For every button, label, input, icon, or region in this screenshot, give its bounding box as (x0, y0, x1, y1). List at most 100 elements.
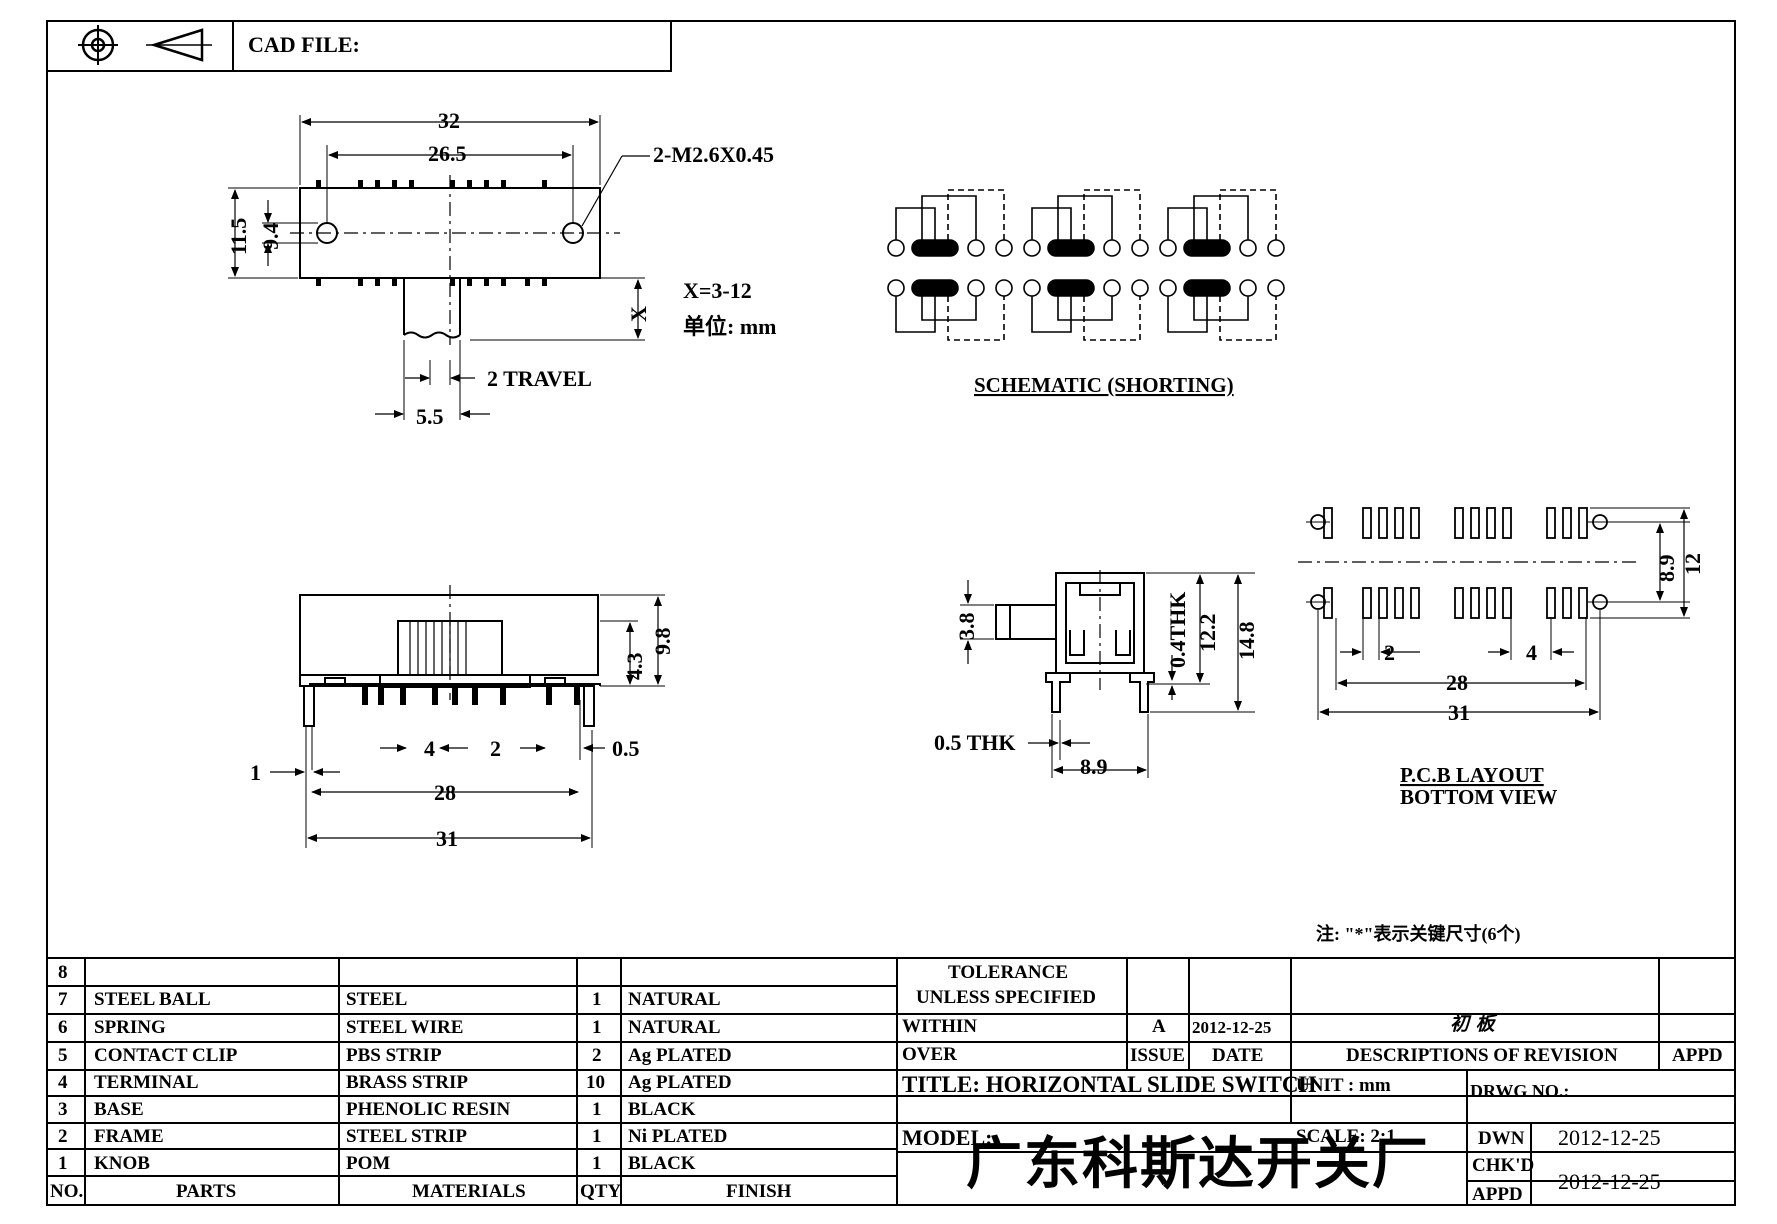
chkd-label: CHK'D (1472, 1155, 1535, 1176)
bom-header-qty: QTY (580, 1181, 622, 1202)
chk-date: 2012-12-25 (1558, 1169, 1661, 1194)
bom-row-1-finish: BLACK (628, 1153, 696, 1174)
dwn-label: DWN (1478, 1128, 1525, 1149)
rev-header-date: DATE (1212, 1045, 1264, 1066)
dim-4-3: 4.3 (622, 653, 647, 681)
pcb-layout (1298, 507, 1690, 720)
dim-0-5thk: 0.5 THK (934, 730, 1016, 755)
top-view (228, 115, 650, 420)
bom-row-6-part: SPRING (94, 1017, 166, 1038)
revision-description: 初 板 (1450, 1013, 1495, 1035)
pcb-row-bottom (1306, 587, 1612, 619)
dim-pitch-2: 2 (490, 736, 501, 761)
bom-header-materials: MATERIALS (412, 1181, 526, 1202)
bom-row-8-no: 8 (58, 962, 68, 983)
bom-row-6-material: STEEL WIRE (346, 1017, 464, 1038)
bom-row-2-part: FRAME (94, 1126, 164, 1147)
bom-row-6-no: 6 (58, 1017, 68, 1038)
bom-row-4-qty: 10 (586, 1072, 605, 1093)
dim-x-label: X (626, 306, 651, 322)
tolerance-within: WITHIN (902, 1016, 977, 1037)
bom-row-5-qty: 2 (592, 1045, 602, 1066)
dim-1: 1 (250, 760, 261, 785)
bom-row-4-no: 4 (58, 1072, 68, 1093)
projection-symbol (78, 25, 212, 65)
model-label: MODEL: (902, 1125, 993, 1150)
dim-0-4thk: 0.4THK (1165, 592, 1190, 668)
bom-row-4-part: TERMINAL (94, 1072, 199, 1093)
pcb-labels: 8.9 12 2 4 28 31 P.C.B LAYOUT BOTTOM VIE… (1384, 553, 1705, 809)
drawing-title: TITLE: HORIZONTAL SLIDE SWITCH (902, 1072, 1317, 1097)
top-pins (316, 180, 547, 286)
schematic-title: SCHEMATIC (SHORTING) (974, 373, 1234, 397)
bom-row-7-material: STEEL (346, 989, 408, 1010)
dim-11-5: 11.5 (226, 218, 251, 255)
dim-thread: 2-M2.6X0.45 (653, 142, 774, 167)
bom-row-5-part: CONTACT CLIP (94, 1045, 238, 1066)
front-view (270, 585, 665, 848)
dim-pcb-28: 28 (1446, 670, 1468, 695)
drwg-no-label: DRWG NO.: (1470, 1081, 1570, 1101)
revision-issue-value: A (1152, 1016, 1166, 1037)
bom-row-2-qty: 1 (592, 1126, 602, 1147)
rev-header-issue: ISSUE (1130, 1045, 1185, 1066)
key-dimension-note: 注: "*"表示关键尺寸(6个) (1316, 923, 1520, 945)
third-angle-projection-icon (78, 25, 212, 65)
dim-travel: 2 TRAVEL (487, 366, 592, 391)
dim-9-8: 9.8 (650, 628, 675, 656)
bom-row-4-material: BRASS STRIP (346, 1072, 468, 1093)
bom-row-4-finish: Ag PLATED (628, 1072, 732, 1093)
dim-28: 28 (434, 780, 456, 805)
top-view-labels: 32 26.5 2-M2.6X0.45 11.5 9.4 X X=3-12 单位… (226, 108, 776, 429)
bom-row-2-no: 2 (58, 1126, 68, 1147)
bom-row-3-material: PHENOLIC RESIN (346, 1099, 511, 1120)
bom-row-7-no: 7 (58, 989, 68, 1010)
bom-row-5-material: PBS STRIP (346, 1045, 442, 1066)
dim-pcb-4: 4 (1526, 640, 1537, 665)
dim-0-5: 0.5 (612, 736, 640, 761)
dim-31: 31 (436, 826, 458, 851)
dwn-date: 2012-12-25 (1558, 1125, 1661, 1150)
unit-label: UNIT : mm (1296, 1075, 1391, 1096)
pcb-subtitle: BOTTOM VIEW (1400, 785, 1557, 809)
bom-header-no: NO. (50, 1181, 84, 1202)
bom-row-2-material: STEEL STRIP (346, 1126, 467, 1147)
dim-26-5: 26.5 (428, 141, 467, 166)
pcb-title: P.C.B LAYOUT (1400, 763, 1544, 787)
dim-9-4: 9.4 (258, 223, 283, 251)
rev-header-descriptions: DESCRIPTIONS OF REVISION (1346, 1045, 1618, 1066)
front-view-labels: 9.8 4.3 4 2 0.5 1 28 31 (250, 628, 675, 852)
bom-header-parts: PARTS (176, 1181, 237, 1202)
side-view (960, 570, 1255, 778)
dim-x-range: X=3-12 (683, 278, 752, 303)
dim-5-5: 5.5 (416, 404, 444, 429)
header-block: CAD FILE: (46, 20, 672, 72)
schematic-diagram (887, 189, 1285, 341)
rev-header-appd: APPD (1672, 1045, 1723, 1066)
dim-32: 32 (438, 108, 460, 133)
schematic-group-1 (887, 189, 1013, 341)
revision-date-value: 2012-12-25 (1192, 1018, 1272, 1037)
appd-label: APPD (1472, 1184, 1523, 1205)
bom-row-6-finish: NATURAL (628, 1017, 721, 1038)
drawing-sheet (46, 20, 1736, 1206)
bom-row-5-finish: Ag PLATED (628, 1045, 732, 1066)
dim-14-8: 14.8 (1234, 622, 1259, 661)
tolerance-over: OVER (902, 1044, 957, 1065)
bom-row-1-part: KNOB (94, 1153, 150, 1174)
pcb-row-top (1306, 507, 1612, 539)
dim-3-8: 3.8 (954, 613, 979, 641)
bom-row-7-qty: 1 (592, 989, 602, 1010)
dim-pcb-2: 2 (1384, 640, 1395, 665)
bom-row-7-part: STEEL BALL (94, 989, 211, 1010)
tolerance-unless: UNLESS SPECIFIED (916, 987, 1097, 1008)
schematic-group-2 (1023, 189, 1149, 341)
bom-row-5-no: 5 (58, 1045, 68, 1066)
dim-pcb-8-9: 8.9 (1654, 555, 1679, 583)
dim-12-2: 12.2 (1195, 614, 1220, 653)
bom-row-1-qty: 1 (592, 1153, 602, 1174)
bom-row-3-finish: BLACK (628, 1099, 696, 1120)
bom-row-6-qty: 1 (592, 1017, 602, 1038)
scale-label: SCALE: 2:1 (1296, 1126, 1396, 1147)
title-block: 8 7 STEEL BALL STEEL 1 NATURAL 6 SPRING … (46, 957, 1736, 1206)
